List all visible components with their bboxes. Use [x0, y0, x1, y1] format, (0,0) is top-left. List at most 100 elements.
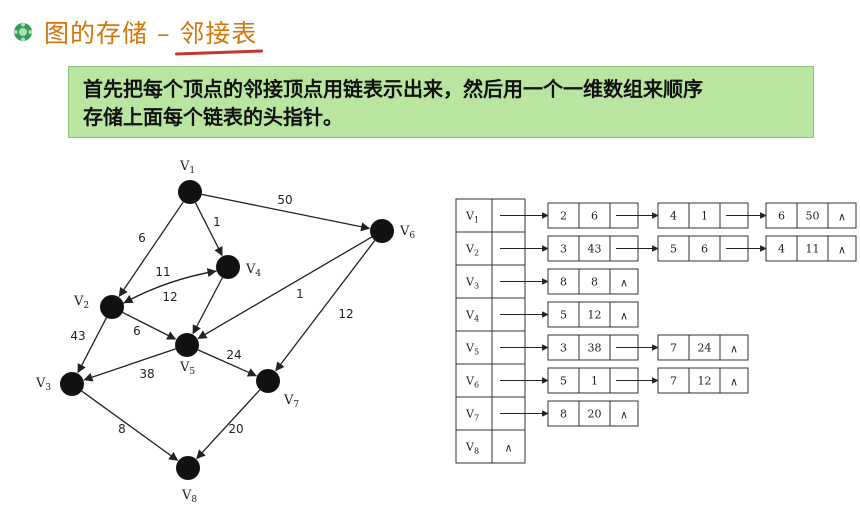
node-adjvex: 3 — [560, 342, 567, 355]
node-weight: 6 — [591, 210, 598, 223]
edge-weight-label: 50 — [277, 193, 292, 207]
null-pointer-symbol: ∧ — [730, 376, 738, 389]
vertex-v5 — [175, 333, 199, 357]
head-pointer-cell — [491, 429, 526, 464]
edge-v7-v8 — [196, 389, 261, 460]
null-pointer-symbol: ∧ — [620, 310, 628, 323]
description-line-2: 存储上面每个链表的头指针。 — [83, 105, 343, 129]
vertex-v1 — [178, 180, 202, 204]
vertex-label: V4 — [245, 262, 261, 279]
vertex-label: V5 — [179, 360, 195, 377]
node-weight: 50 — [806, 210, 820, 223]
node-adjvex: 7 — [670, 375, 677, 388]
description-box: 首先把每个顶点的邻接顶点用链表示出来，然后用一个一维数组来顺序 存储上面每个链表… — [68, 66, 814, 138]
node-adjvex: 2 — [560, 210, 567, 223]
node-adjvex: 8 — [560, 408, 567, 421]
null-pointer-symbol: ∧ — [730, 343, 738, 356]
node-weight: 1 — [701, 210, 708, 223]
edge-v5-v7 — [197, 349, 257, 377]
edge-weight-label: 6 — [133, 324, 141, 338]
title-row: 图的存储 – 邻接表 — [12, 12, 257, 52]
list-node: 7 12 ∧ — [657, 367, 749, 394]
vertex-label: V6 — [399, 224, 415, 241]
node-weight: 12 — [698, 375, 712, 388]
edge-v4-v2 — [123, 270, 217, 304]
head-vertex-cell — [455, 231, 493, 266]
node-adjvex: 5 — [670, 243, 677, 256]
null-pointer-symbol: ∧ — [838, 211, 846, 224]
edge-weight-label: 11 — [155, 265, 170, 279]
head-vertex-label: V1 — [465, 210, 479, 225]
node-adjvex: 7 — [670, 342, 677, 355]
node-weight: 24 — [698, 342, 712, 355]
edge-weight-label: 1 — [296, 287, 304, 301]
edge-weight-label: 1 — [213, 215, 221, 229]
null-pointer-symbol: ∧ — [620, 277, 628, 290]
head-vertex-cell — [455, 264, 493, 299]
vertex-label: V2 — [73, 294, 89, 311]
node-adjvex: 5 — [560, 375, 567, 388]
list-node: 8 20 ∧ — [547, 400, 639, 427]
vertex-v4 — [216, 255, 240, 279]
node-weight: 38 — [588, 342, 602, 355]
edge-weight-label: 8 — [118, 422, 126, 436]
edge-v3-v8 — [81, 390, 179, 461]
node-weight: 6 — [701, 243, 708, 256]
edge-v2-v5 — [122, 311, 177, 340]
edge-v6-v7 — [275, 240, 376, 372]
node-weight: 8 — [591, 276, 598, 289]
null-pointer-symbol: ∧ — [838, 244, 846, 257]
list-node: 7 24 ∧ — [657, 334, 749, 361]
title-highlight: 邻接表 — [179, 19, 258, 48]
edge-v4-v5 — [192, 277, 223, 335]
vertex-v7 — [256, 369, 280, 393]
edge-v5-v3 — [83, 348, 176, 382]
head-vertex-label: V5 — [465, 342, 479, 357]
vertex-v2 — [100, 295, 124, 319]
null-pointer-symbol: ∧ — [620, 409, 628, 422]
list-node: 3 43 — [547, 235, 659, 262]
head-vertex-label: V6 — [465, 375, 479, 390]
vertex-v6 — [370, 219, 394, 243]
list-node: 8 8 ∧ — [547, 268, 639, 295]
head-vertex-label: V3 — [465, 276, 479, 291]
node-weight: 43 — [588, 243, 602, 256]
title-main: 图的存储 – — [44, 19, 180, 48]
node-weight: 12 — [588, 309, 602, 322]
edge-weight-label: 12 — [162, 290, 177, 304]
edge-weight-label: 24 — [226, 348, 241, 362]
edge-v1-v4 — [194, 202, 223, 257]
edge-weight-label: 6 — [138, 231, 146, 245]
node-adjvex: 8 — [560, 276, 567, 289]
edge-v1-v6 — [201, 193, 371, 232]
node-adjvex: 3 — [560, 243, 567, 256]
vertex-v8 — [176, 456, 200, 480]
edge-v2-v3 — [77, 317, 108, 374]
vertex-label: V3 — [35, 376, 51, 393]
node-weight: 11 — [806, 243, 820, 256]
list-node: 3 38 — [547, 334, 659, 361]
vertex-label: V8 — [181, 488, 197, 505]
head-vertex-label: V7 — [465, 408, 479, 423]
vertex-label: V7 — [283, 393, 299, 410]
edge-weight-label: 38 — [139, 367, 154, 381]
edge-v6-v5 — [197, 236, 372, 340]
flower-bullet-icon — [13, 22, 33, 42]
head-vertex-label: V8 — [465, 441, 479, 456]
node-adjvex: 4 — [670, 210, 677, 223]
null-pointer-symbol: ∧ — [504, 442, 512, 455]
head-vertex-label: V4 — [465, 309, 479, 324]
vertex-label: V1 — [179, 159, 195, 176]
edge-weight-label: 20 — [228, 422, 243, 436]
node-weight: 20 — [588, 408, 602, 421]
edge-weight-label: 43 — [70, 329, 85, 343]
edge-v1-v2 — [118, 201, 184, 297]
node-weight: 1 — [591, 375, 598, 388]
